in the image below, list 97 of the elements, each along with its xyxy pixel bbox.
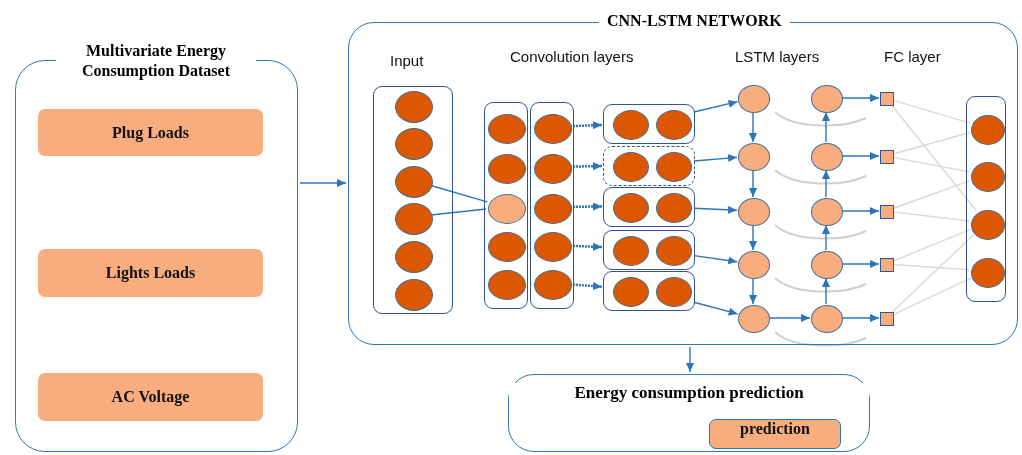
panel-title: Multivariate Energy Consumption Dataset	[56, 41, 256, 81]
connector-line	[892, 156, 971, 173]
panel	[508, 374, 870, 452]
layer-heading: Convolution layers	[510, 48, 634, 65]
arrow	[749, 224, 757, 251]
neuron-circle	[534, 194, 572, 224]
layer-box	[530, 102, 574, 309]
neuron-circle	[613, 277, 649, 307]
arrow	[693, 205, 738, 214]
neuron-circle	[971, 115, 1005, 145]
arrow	[822, 224, 830, 251]
arrow	[841, 260, 880, 268]
neuron-circle	[395, 279, 433, 311]
neuron-circle	[395, 128, 433, 160]
arrow	[822, 277, 830, 305]
arrow	[693, 99, 739, 113]
layer-box	[966, 96, 1006, 302]
neuron-circle	[613, 152, 649, 182]
layer-heading: Input	[390, 52, 424, 69]
layer-box	[373, 86, 453, 314]
neuron-circle	[395, 241, 433, 273]
arrow	[749, 169, 757, 198]
neuron-circle	[613, 110, 649, 140]
connector-line	[890, 104, 977, 212]
arrow	[841, 314, 880, 322]
connector-line	[892, 233, 976, 313]
neuron-circle	[811, 251, 843, 279]
neuron-circle	[488, 114, 526, 144]
layer-box	[603, 146, 695, 186]
feature-box: Plug Loads	[38, 109, 263, 156]
layer-heading: LSTM layers	[735, 48, 820, 65]
neuron-circle	[488, 194, 526, 224]
connector-line	[892, 179, 971, 210]
neuron-circle	[534, 114, 572, 144]
panel-title: Energy consumption prediction	[509, 383, 869, 403]
neuron-circle	[488, 154, 526, 184]
neuron-square	[880, 205, 894, 219]
neuron-square	[880, 312, 894, 326]
connector-line	[892, 131, 971, 155]
neuron-square	[880, 92, 894, 106]
layer-box	[603, 230, 695, 270]
neuron-circle	[656, 193, 692, 223]
neuron-square	[880, 150, 894, 164]
arrow	[693, 254, 738, 265]
layer-box	[603, 271, 695, 311]
arrow	[693, 301, 739, 316]
arrow	[768, 314, 811, 322]
connector-line	[892, 99, 971, 124]
layer-box	[484, 102, 528, 309]
neuron-circle	[534, 154, 572, 184]
neuron-circle	[656, 236, 692, 266]
neuron-circle	[488, 270, 526, 300]
neuron-circle	[971, 258, 1005, 288]
layer-box	[603, 104, 695, 144]
layer-box	[603, 187, 695, 227]
arrow	[841, 207, 880, 215]
arrow	[686, 346, 694, 373]
neuron-circle	[971, 162, 1005, 192]
feature-box: Lights Loads	[38, 249, 263, 297]
neuron-circle	[738, 305, 770, 333]
neuron-circle	[738, 143, 770, 171]
arrow	[693, 154, 738, 163]
arrow	[822, 111, 830, 143]
connector-line	[892, 277, 972, 316]
arrow	[749, 277, 757, 305]
neuron-circle	[811, 198, 843, 226]
connector-line	[892, 211, 970, 222]
connector-line	[430, 208, 487, 216]
neuron-circle	[738, 198, 770, 226]
connector-line	[892, 228, 972, 262]
neuron-circle	[613, 236, 649, 266]
arrow	[841, 94, 880, 102]
neuron-circle	[534, 270, 572, 300]
neuron-circle	[656, 277, 692, 307]
neuron-circle	[613, 193, 649, 223]
neuron-circle	[488, 232, 526, 262]
connector-line	[892, 263, 970, 271]
neuron-square	[880, 258, 894, 272]
neuron-circle	[656, 110, 692, 140]
neuron-circle	[971, 210, 1005, 240]
output-box: prediction	[709, 419, 841, 449]
neuron-circle	[811, 85, 843, 113]
neuron-circle	[395, 203, 433, 235]
arrow	[749, 111, 757, 143]
neuron-circle	[656, 152, 692, 182]
arrow	[841, 152, 880, 160]
arrow	[822, 169, 830, 198]
neuron-circle	[395, 166, 433, 198]
neuron-circle	[811, 305, 843, 333]
arrow	[299, 179, 347, 187]
layer-heading: FC layer	[884, 48, 941, 65]
neuron-circle	[811, 143, 843, 171]
neuron-circle	[534, 232, 572, 262]
neuron-circle	[738, 251, 770, 279]
feature-box: AC Voltage	[38, 373, 263, 421]
neuron-circle	[395, 91, 433, 123]
neuron-circle	[738, 85, 770, 113]
